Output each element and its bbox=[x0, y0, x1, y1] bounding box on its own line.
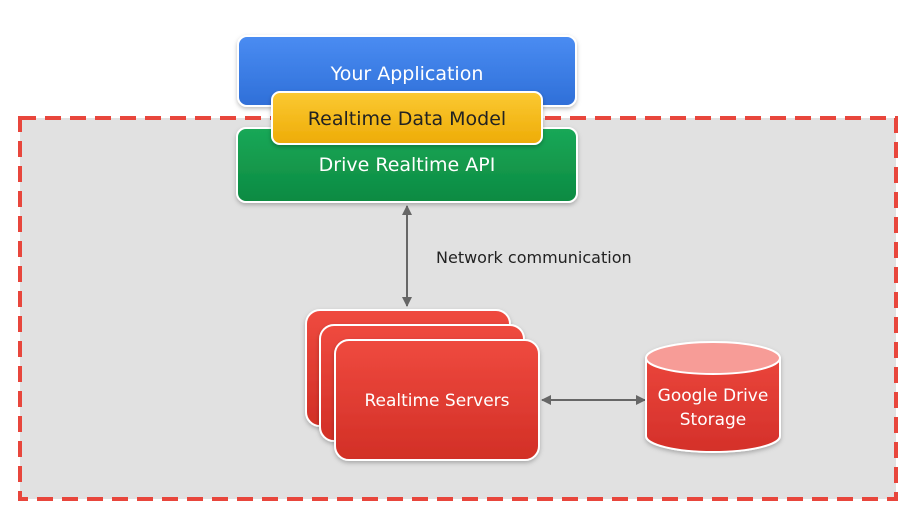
network-communication-label: Network communication bbox=[436, 248, 632, 267]
drive-realtime-api-label: Drive Realtime API bbox=[319, 154, 496, 176]
realtime-data-model-label: Realtime Data Model bbox=[308, 108, 506, 130]
google-drive-storage-label-line2: Storage bbox=[680, 410, 747, 430]
google-drive-storage-label-line1: Google Drive bbox=[658, 386, 769, 406]
realtime-data-model-box bbox=[271, 91, 543, 145]
your-application-label: Your Application bbox=[330, 63, 484, 85]
realtime-servers-label: Realtime Servers bbox=[364, 391, 509, 411]
server-card-front bbox=[334, 339, 540, 461]
google-drive-storage-cylinder bbox=[645, 341, 781, 453]
realtime-servers-stack bbox=[305, 309, 540, 461]
